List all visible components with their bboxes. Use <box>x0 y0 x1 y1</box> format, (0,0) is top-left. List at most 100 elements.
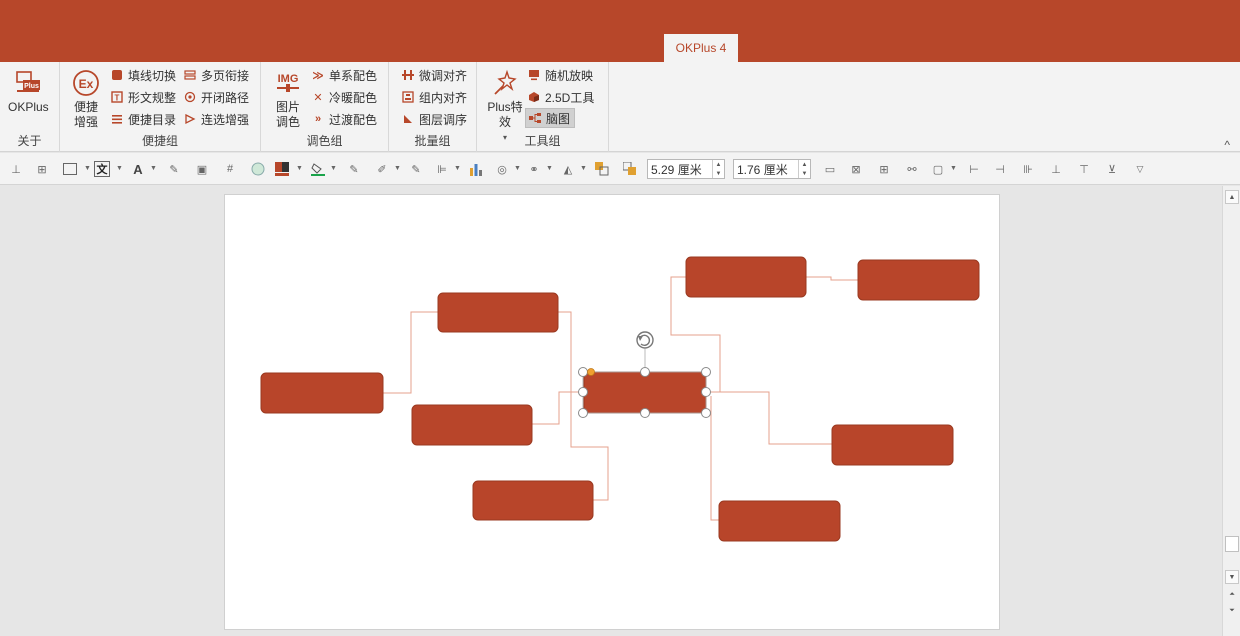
mind-node[interactable] <box>260 372 384 414</box>
wen-text-icon[interactable]: 文 <box>94 161 110 177</box>
shape-height-input[interactable]: 1.76 厘米 ▲▼ <box>733 159 811 179</box>
width-spin-up-icon[interactable]: ▲ <box>715 161 722 168</box>
previous-slide-icon[interactable]: ⏶ <box>1229 591 1235 598</box>
mind-node[interactable] <box>411 404 533 446</box>
eyedropper-3-icon[interactable]: ✎ <box>411 163 421 176</box>
center-vertical-icon[interactable]: ⊥ <box>1051 163 1061 176</box>
intersect-icon[interactable]: ⚭ <box>529 163 539 176</box>
font-color-dropdown-caret[interactable]: ▼ <box>150 165 157 172</box>
flip-dropdown-caret[interactable]: ▼ <box>580 165 587 172</box>
align-objects-left-icon[interactable]: ⊢ <box>969 163 979 176</box>
group-align-button[interactable]: 组内对齐 <box>401 87 467 107</box>
single-color-button[interactable]: ≫ 单系配色 <box>311 65 377 85</box>
shape-width-input[interactable]: 5.29 厘米 ▲▼ <box>647 159 725 179</box>
next-slide-icon[interactable]: ⏷ <box>1229 607 1235 614</box>
slide-size-icon[interactable]: ▭ <box>824 163 836 176</box>
resize-handle-top[interactable] <box>640 367 650 377</box>
resize-handle-right[interactable] <box>701 387 711 397</box>
center-horizontal-icon[interactable]: ⊪ <box>1023 163 1033 176</box>
image-color-button[interactable]: IMG 图片调色 <box>273 68 303 130</box>
height-spin-down-icon[interactable]: ▼ <box>801 170 808 177</box>
line-color-icon[interactable]: ✐ <box>377 163 387 176</box>
width-spinner[interactable]: ▲▼ <box>712 160 724 178</box>
tool-25d-button[interactable]: 2.5D工具 <box>527 87 594 107</box>
slide-canvas[interactable] <box>224 194 1000 630</box>
resize-handle-top-left[interactable] <box>578 367 588 377</box>
plus-effect-button[interactable]: Plus特效 ▾ <box>487 68 523 145</box>
resize-handle-top-right[interactable] <box>701 367 711 377</box>
fine-align-button[interactable]: 微调对齐 <box>401 65 467 85</box>
convenience-button[interactable]: Ex 便捷增强 <box>70 68 102 130</box>
mind-node[interactable] <box>685 256 807 298</box>
resize-handle-bottom[interactable] <box>640 408 650 418</box>
line-color-dropdown-caret[interactable]: ▼ <box>394 165 401 172</box>
mind-node[interactable] <box>831 424 954 466</box>
height-spinner[interactable]: ▲▼ <box>798 160 810 178</box>
align-objects-right-icon[interactable]: ⊣ <box>995 163 1005 176</box>
collapse-ribbon-icon[interactable]: ^ <box>1224 138 1230 152</box>
corner-radius-handle[interactable] <box>587 368 595 376</box>
distribute-icon[interactable]: ⊞ <box>37 163 47 176</box>
fill-color-icon[interactable] <box>274 161 290 177</box>
intersect-dropdown-caret[interactable]: ▼ <box>546 165 553 172</box>
fill-color-dropdown-caret[interactable]: ▼ <box>296 165 303 172</box>
align-left-icon[interactable]: ⊫ <box>437 163 447 176</box>
stroke-fill-switch-button[interactable]: 填线切换 <box>110 65 176 85</box>
send-backward-icon[interactable] <box>622 161 638 177</box>
textbox-icon[interactable] <box>62 161 78 177</box>
close-box-icon[interactable]: ⊠ <box>851 163 861 176</box>
bring-forward-icon[interactable] <box>594 161 610 177</box>
font-color-icon[interactable]: A <box>133 161 143 177</box>
circle-shape-icon[interactable] <box>250 161 266 177</box>
scroll-up-icon[interactable]: ▲ <box>1225 190 1239 204</box>
align-objects-top-icon[interactable]: ⊤ <box>1079 163 1089 176</box>
okplus-button[interactable]: Plus OKPlus <box>8 68 49 115</box>
align-objects-bottom-icon[interactable]: ⊻ <box>1107 163 1117 176</box>
scroll-down-icon[interactable]: ▼ <box>1225 570 1239 584</box>
height-spin-up-icon[interactable]: ▲ <box>801 161 808 168</box>
rotate-handle-icon[interactable] <box>636 331 654 349</box>
mind-node[interactable] <box>857 259 980 301</box>
random-show-button[interactable]: 随机放映 <box>527 65 593 85</box>
width-spin-down-icon[interactable]: ▼ <box>715 170 722 177</box>
image-swap-icon[interactable]: ▣ <box>196 163 208 176</box>
cool-warm-color-button[interactable]: ✕ 冷暖配色 <box>311 87 377 107</box>
merge-shapes-dropdown-caret[interactable]: ▼ <box>514 165 521 172</box>
resize-handle-left[interactable] <box>578 387 588 397</box>
align-left-dropdown-caret[interactable]: ▼ <box>454 165 461 172</box>
merge-shapes-icon[interactable]: ◎ <box>497 163 507 176</box>
open-close-path-button[interactable]: 开闭路径 <box>183 87 249 107</box>
paint-bucket-dropdown-caret[interactable]: ▼ <box>330 165 337 172</box>
mind-node[interactable] <box>718 500 841 542</box>
mind-node[interactable] <box>472 480 594 521</box>
layer-order-button[interactable]: 图层调序 <box>401 109 467 129</box>
text-box-normalize-button[interactable]: T 形文规整 <box>110 87 176 107</box>
continuous-select-button[interactable]: 连选增强 <box>183 109 249 129</box>
central-node-selected[interactable] <box>583 371 707 414</box>
eyedropper-icon[interactable]: ✎ <box>169 163 179 176</box>
resize-handle-bottom-right[interactable] <box>701 408 711 418</box>
grid-hash-icon[interactable]: # <box>226 163 234 175</box>
eyedropper-2-icon[interactable]: ✎ <box>349 163 359 176</box>
wen-dropdown-caret[interactable]: ▼ <box>116 165 123 172</box>
tab-okplus4[interactable]: OKPlus 4 <box>664 34 738 62</box>
frame-icon[interactable]: ▢ <box>932 163 944 176</box>
crop-grid-icon[interactable]: ⊞ <box>879 163 889 176</box>
textbox-dropdown-caret[interactable]: ▼ <box>84 165 91 172</box>
flip-icon[interactable]: ◭ <box>563 163 573 176</box>
plus-effect-dropdown-caret[interactable]: ▾ <box>502 133 507 142</box>
align-top-icon[interactable]: ⊥ <box>11 163 21 176</box>
bar-chart-icon[interactable] <box>468 161 484 177</box>
more-dropdown-icon[interactable]: ▽ <box>1136 163 1144 174</box>
paint-bucket-icon[interactable] <box>310 161 326 177</box>
scroll-thumb[interactable] <box>1225 536 1239 552</box>
gradient-color-button[interactable]: » 过渡配色 <box>311 109 377 129</box>
multi-page-connect-button[interactable]: 多页衔接 <box>183 65 249 85</box>
magic-wand-icon[interactable]: ⚯ <box>907 163 917 176</box>
mind-map-button[interactable]: 脑图 <box>525 108 576 128</box>
quick-toc-button[interactable]: 便捷目录 <box>110 109 176 129</box>
resize-handle-bottom-left[interactable] <box>578 408 588 418</box>
vertical-scrollbar[interactable]: ▲ ▼ ⏶ ⏷ <box>1222 186 1240 636</box>
mind-node[interactable] <box>437 292 559 333</box>
frame-dropdown-caret[interactable]: ▼ <box>950 165 957 172</box>
